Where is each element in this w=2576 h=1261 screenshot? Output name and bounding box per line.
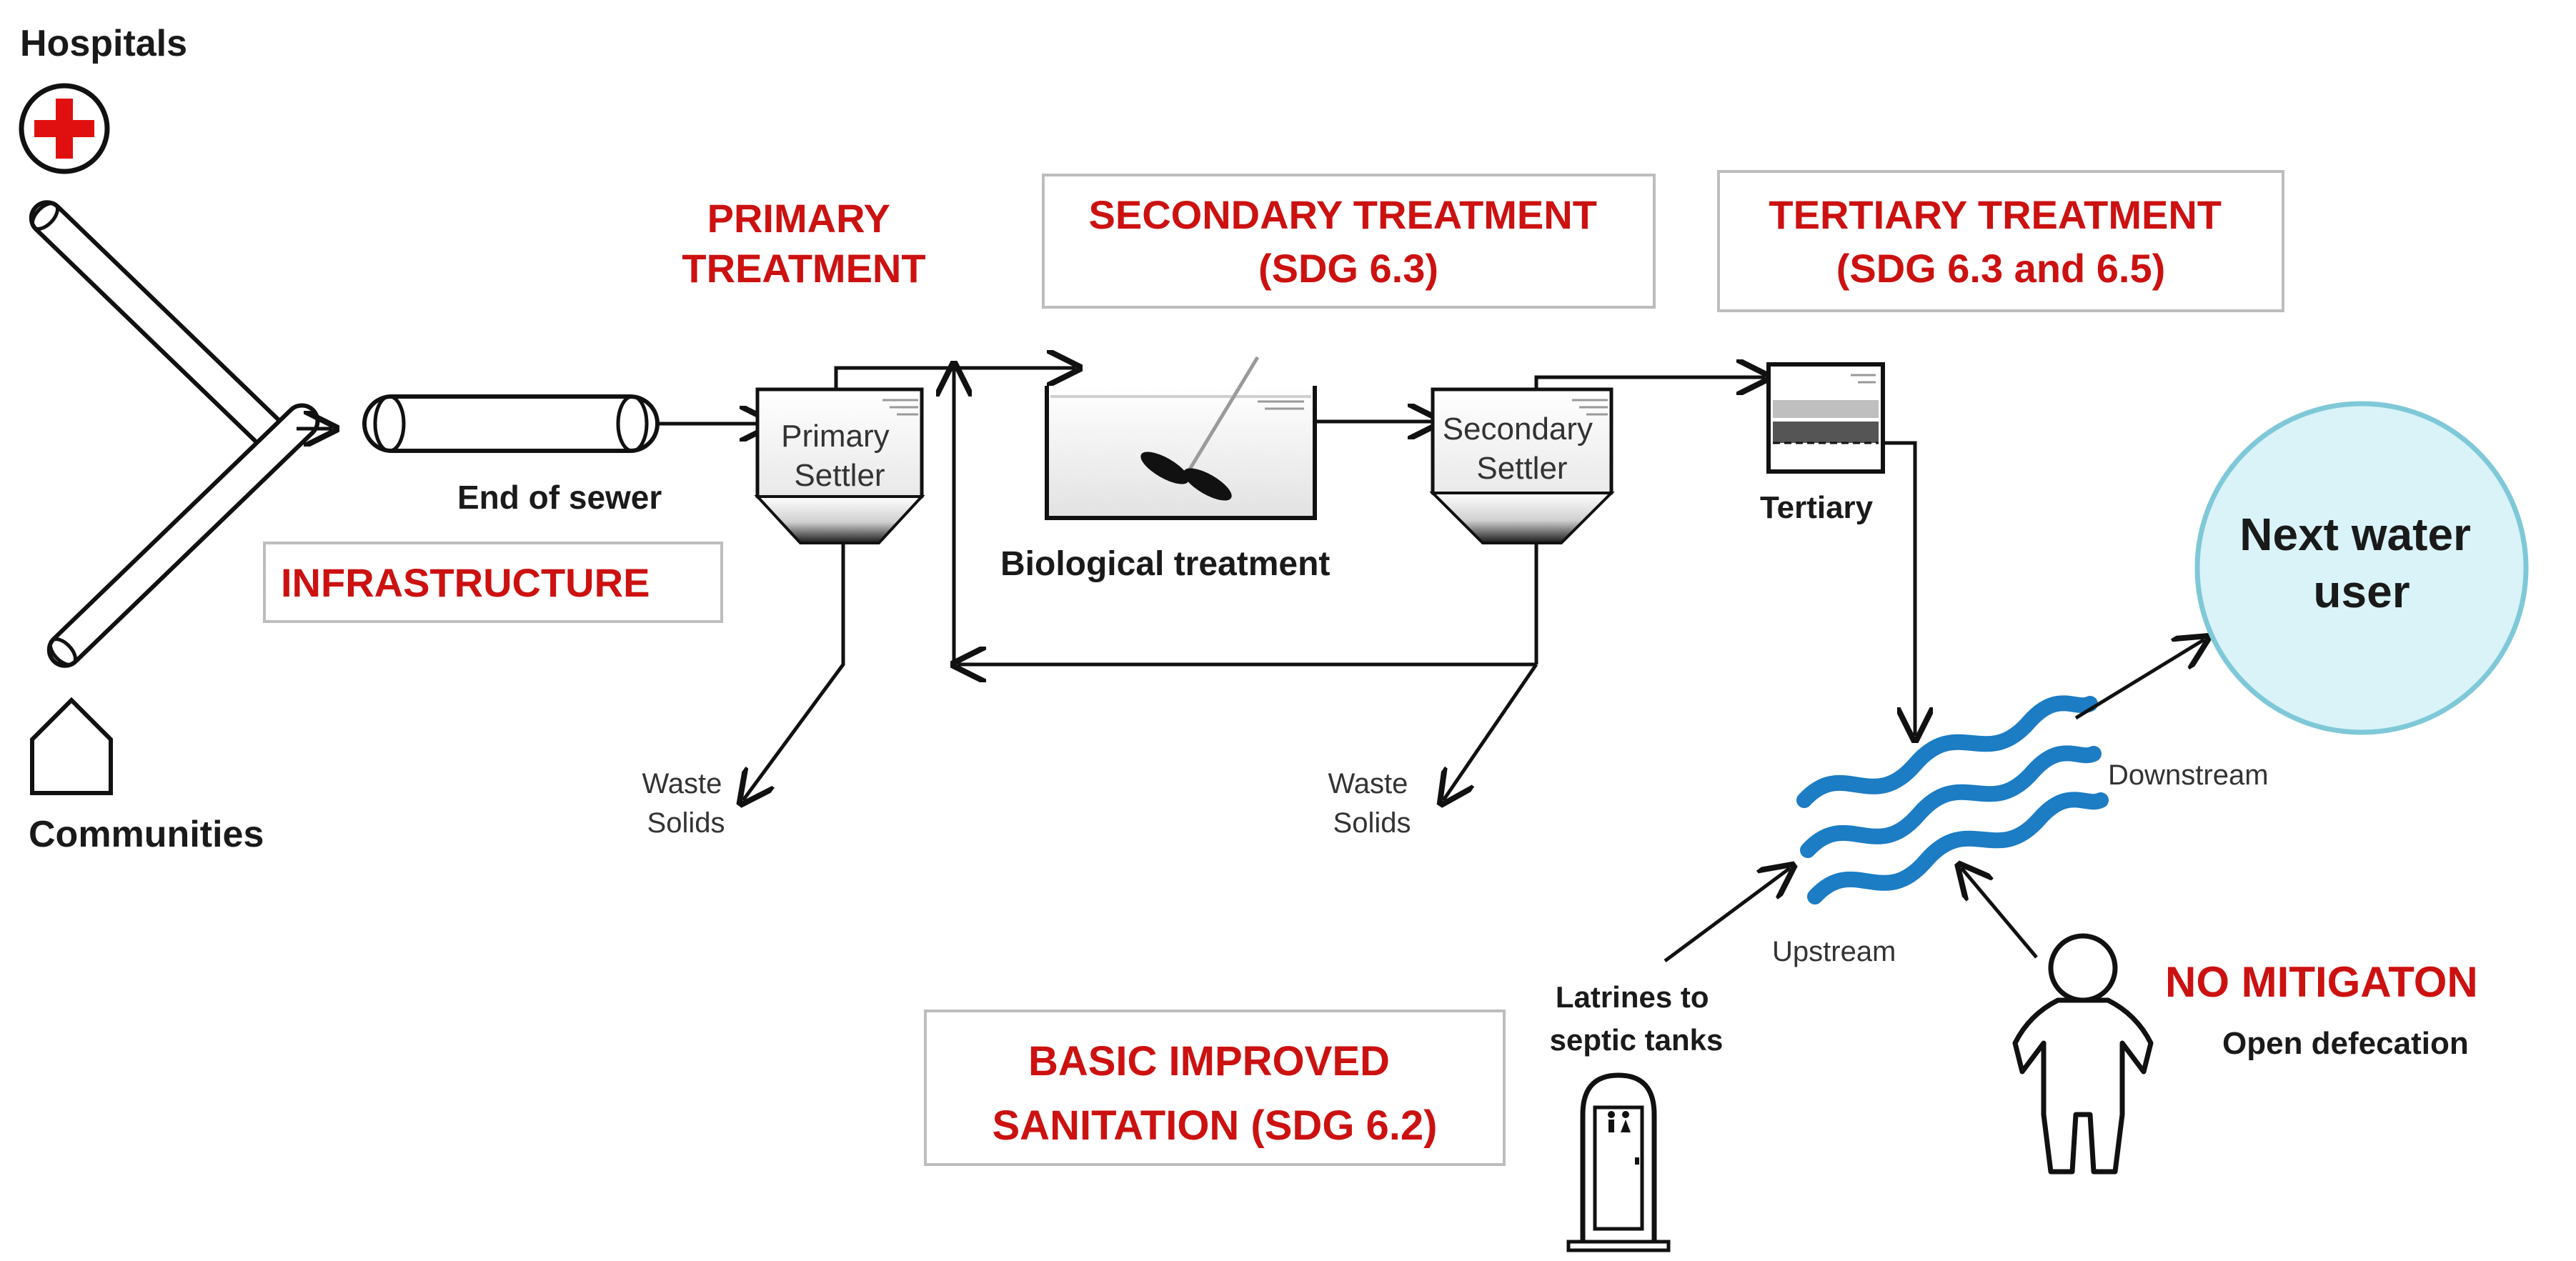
infrastructure-box xyxy=(263,542,723,623)
communities-label: Communities xyxy=(29,814,264,855)
river-waves-icon xyxy=(1796,695,2109,904)
biological-treatment-tank xyxy=(1045,356,1317,520)
person-icon xyxy=(2012,933,2154,1175)
open-defecation-label: Open defecation xyxy=(2222,1026,2469,1061)
hospital-cross-icon xyxy=(19,83,110,174)
secondary-settler-tank xyxy=(1429,387,1615,544)
secondary-treatment-label: SECONDARY TREATMENT (SDG 6.3) xyxy=(1089,192,1608,291)
basic-sanitation-label: BASIC IMPROVED SANITATION (SDG 6.2) xyxy=(993,1038,1438,1149)
secondary-settler-label: Secondary Settler xyxy=(1443,412,1602,486)
waste-solids-label-2: Waste Solids xyxy=(1328,768,1416,839)
hospitals-label: Hospitals xyxy=(20,23,187,64)
downstream-label: Downstream xyxy=(2108,759,2269,791)
tertiary-label: Tertiary xyxy=(1760,490,1874,525)
end-of-sewer-label: End of sewer xyxy=(457,479,662,516)
biological-treatment-label: Biological treatment xyxy=(1000,545,1330,583)
infrastructure-label: INFRASTRUCTURE xyxy=(281,560,650,605)
community-pipe xyxy=(46,403,320,668)
end-of-sewer-pipe xyxy=(362,394,660,453)
basic-sanitation-box xyxy=(924,1010,1506,1166)
waste-solids-label-1: Waste Solids xyxy=(642,768,730,839)
upstream-label: Upstream xyxy=(1772,936,1896,967)
next-water-user-circle xyxy=(2194,401,2529,735)
tertiary-treatment-label: TERTIARY TREATMENT (SDG 6.3 and 6.5) xyxy=(1769,192,2232,291)
latrines-label: Latrines to septic tanks xyxy=(1550,980,1724,1057)
tertiary-filter-tank xyxy=(1766,362,1885,474)
hospital-pipe xyxy=(29,200,297,460)
house-icon xyxy=(30,697,113,795)
primary-settler-tank xyxy=(754,387,925,544)
no-mitigation-label: NO MITIGATON xyxy=(2165,958,2478,1006)
tertiary-treatment-box xyxy=(1717,170,2284,312)
next-water-user-label: Next water user xyxy=(2239,509,2483,617)
primary-treatment-label: PRIMARY TREATMENT xyxy=(682,196,925,291)
primary-settler-label: Primary Settler xyxy=(781,419,898,493)
latrine-icon xyxy=(1566,1072,1671,1252)
secondary-treatment-box xyxy=(1042,174,1656,309)
